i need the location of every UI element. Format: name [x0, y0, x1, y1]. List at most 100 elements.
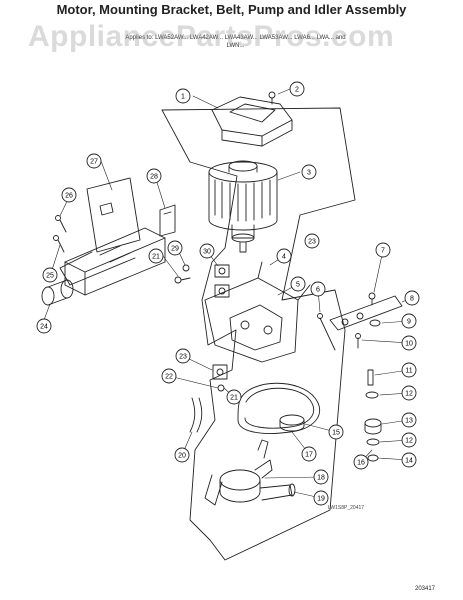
svg-text:20: 20 — [178, 453, 186, 460]
callout-23b[interactable]: 23 — [304, 233, 320, 249]
svg-text:28: 28 — [150, 174, 158, 181]
callout-9[interactable]: 9 — [401, 313, 417, 329]
pulley-13-part — [364, 418, 382, 435]
svg-text:11: 11 — [405, 368, 412, 375]
callout-25[interactable]: 25 — [42, 267, 58, 283]
svg-text:22: 22 — [165, 374, 173, 381]
svg-text:21: 21 — [152, 254, 160, 261]
callout-14[interactable]: 14 — [401, 452, 417, 468]
motor-cover-part — [211, 96, 293, 147]
svg-text:30: 30 — [203, 249, 211, 256]
svg-text:27: 27 — [90, 159, 98, 166]
callout-30[interactable]: 30 — [199, 243, 215, 259]
washer-12b-part — [366, 438, 380, 446]
screw-7-part — [368, 292, 376, 306]
subtitle-line-1: Applies to: LWA52AW... LWA42AW... LWA43A… — [125, 35, 346, 41]
diagram-id-number: 203417 — [415, 586, 436, 592]
svg-text:10: 10 — [405, 341, 413, 348]
callout-5[interactable]: 5 — [290, 276, 306, 292]
watermark-text: AppliancePartsPros.com — [28, 20, 395, 53]
left-bracket-part — [64, 227, 166, 296]
washer-12a-part — [365, 391, 379, 399]
callout-16[interactable]: 16 — [353, 454, 369, 470]
bolt-21-part — [174, 276, 191, 284]
svg-text:21: 21 — [230, 395, 238, 402]
svg-text:23: 23 — [179, 354, 187, 361]
washer-29-part — [182, 264, 190, 272]
callout-10[interactable]: 10 — [401, 335, 417, 351]
motor-part — [208, 160, 278, 253]
callout-28[interactable]: 28 — [146, 168, 162, 184]
washer-9-part — [369, 319, 381, 327]
diagram-subtitle: Applies to: LWA52AW... LWA42AW... LWA43A… — [18, 34, 453, 50]
assembly-boundary — [161, 107, 356, 561]
svg-text:4: 4 — [282, 254, 286, 261]
callout-18[interactable]: 18 — [313, 469, 329, 485]
svg-text:12: 12 — [405, 438, 413, 445]
svg-text:14: 14 — [405, 458, 413, 465]
svg-text:8: 8 — [410, 296, 414, 303]
callout-29[interactable]: 29 — [167, 240, 183, 256]
callout-20[interactable]: 20 — [174, 447, 190, 463]
svg-text:26: 26 — [65, 193, 73, 200]
bolt-10-part — [355, 333, 361, 349]
svg-text:16: 16 — [357, 460, 365, 467]
callout-15[interactable]: 15 — [328, 424, 344, 440]
callout-24[interactable]: 24 — [36, 318, 52, 334]
callout-6[interactable]: 6 — [310, 281, 326, 297]
callout-17[interactable]: 17 — [301, 446, 317, 462]
sleeve-part — [41, 279, 74, 306]
svg-text:29: 29 — [171, 246, 179, 253]
screw-2-part — [268, 91, 276, 105]
callout-12a[interactable]: 12 — [401, 385, 417, 401]
callout-21a[interactable]: 21 — [148, 248, 164, 264]
callout-23a[interactable]: 23 — [175, 348, 191, 364]
svg-text:5: 5 — [296, 282, 300, 289]
callout-7[interactable]: 7 — [375, 242, 391, 258]
svg-text:13: 13 — [405, 418, 413, 425]
callout-13[interactable]: 13 — [401, 412, 417, 428]
svg-text:12: 12 — [405, 391, 413, 398]
callout-1[interactable]: 1 — [175, 88, 191, 104]
callout-2[interactable]: 2 — [289, 81, 305, 97]
svg-text:7: 7 — [381, 248, 385, 255]
callout-11[interactable]: 11 — [401, 362, 417, 378]
clip-part — [159, 204, 176, 237]
svg-text:25: 25 — [46, 273, 54, 280]
screw-26-part — [55, 215, 67, 233]
grommet-23-part — [212, 364, 228, 380]
svg-text:18: 18 — [317, 475, 325, 482]
svg-text:2: 2 — [295, 87, 299, 94]
callout-22[interactable]: 22 — [161, 368, 177, 384]
washer-22-part — [217, 384, 225, 392]
callout-12b[interactable]: 12 — [401, 432, 417, 448]
callout-bubbles: 1 2 3 4 5 6 7 8 9 10 11 12 13 12 14 15 1… — [36, 81, 420, 506]
pump-pulley-part — [279, 414, 305, 432]
callout-4[interactable]: 4 — [276, 248, 292, 264]
svg-text:24: 24 — [40, 324, 48, 331]
callout-21b[interactable]: 21 — [226, 389, 242, 405]
svg-text:1: 1 — [181, 94, 185, 101]
mount-plate-part — [204, 261, 311, 363]
grommet-30-part — [214, 264, 230, 298]
idler-rod-part — [317, 313, 336, 351]
leader-lines — [43, 88, 413, 499]
svg-text:6: 6 — [316, 287, 320, 294]
callout-19[interactable]: 19 — [313, 490, 329, 506]
svg-text:15: 15 — [332, 430, 340, 437]
drawing-reference-code: LW1S8P_20417 — [328, 505, 365, 511]
pump-part — [204, 439, 296, 506]
svg-text:3: 3 — [307, 170, 311, 177]
callout-3[interactable]: 3 — [301, 164, 317, 180]
screw-25-part — [53, 235, 65, 253]
svg-text:23: 23 — [308, 239, 316, 246]
washer-14-part — [367, 454, 379, 462]
callout-26[interactable]: 26 — [61, 187, 77, 203]
callout-27[interactable]: 27 — [86, 153, 102, 169]
svg-text:9: 9 — [407, 319, 411, 326]
svg-text:17: 17 — [305, 452, 313, 459]
callout-8[interactable]: 8 — [404, 290, 420, 306]
subtitle-line-2: LWN... — [226, 43, 245, 49]
idler-arm-part — [329, 295, 403, 331]
